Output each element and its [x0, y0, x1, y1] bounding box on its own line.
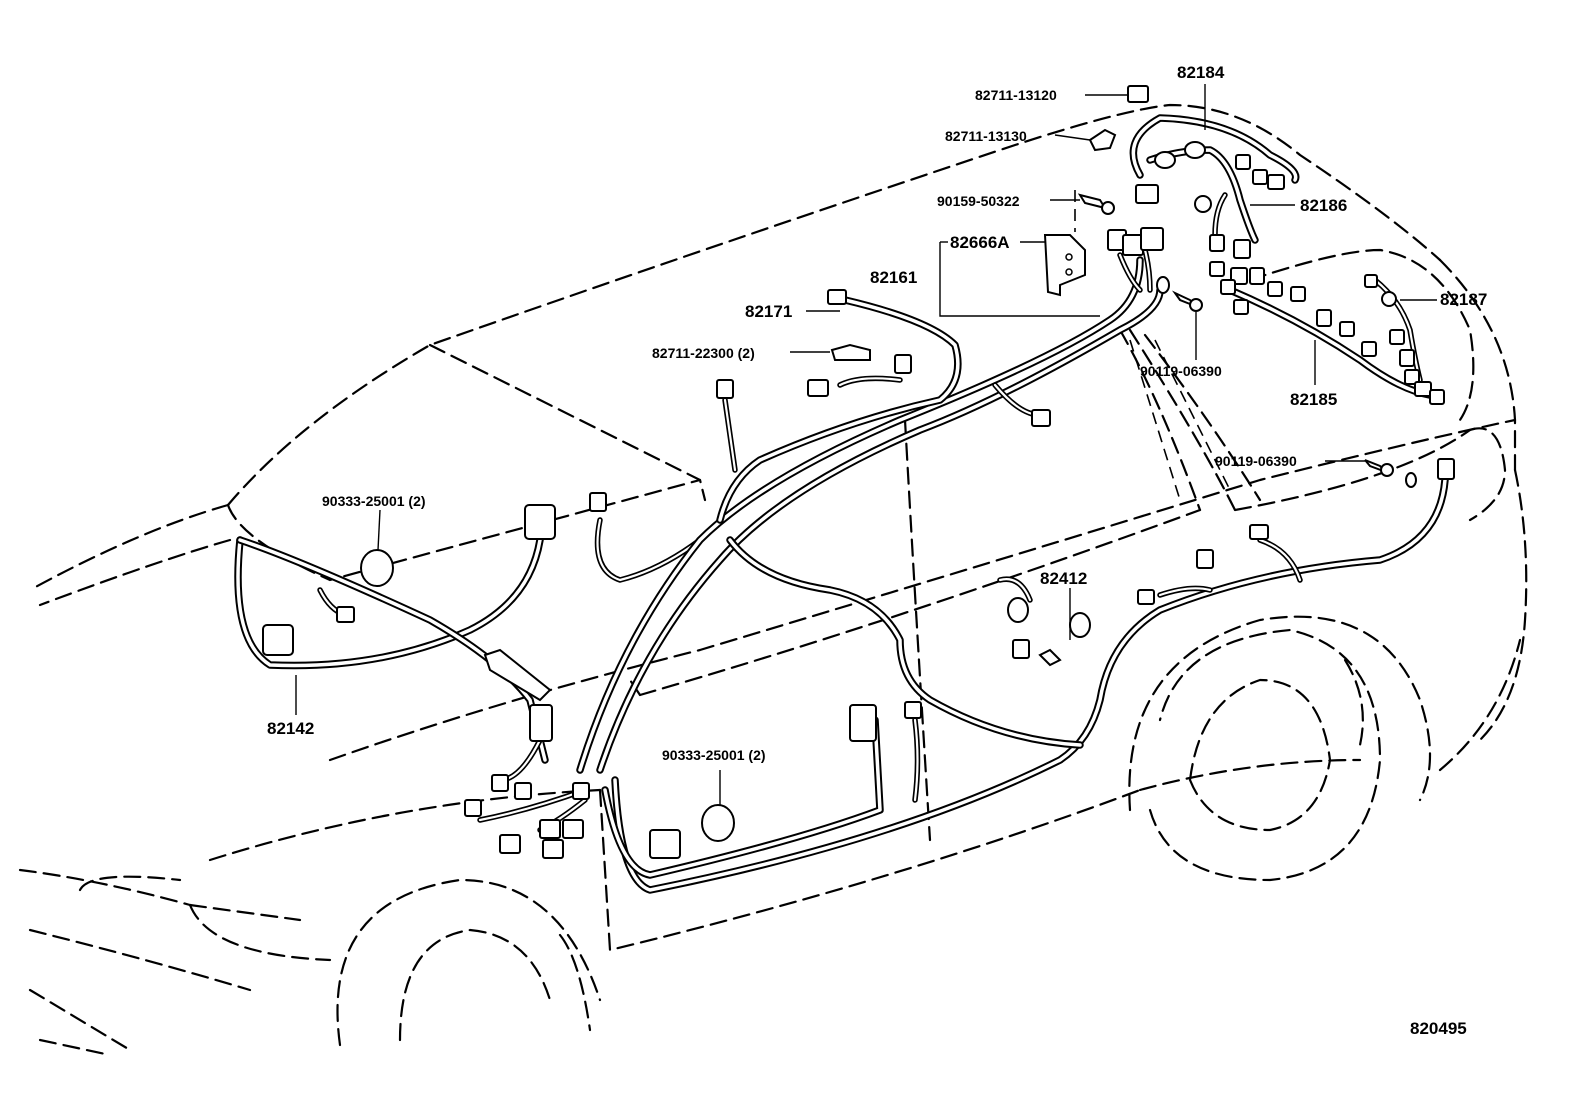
- harness-rear-82185: [1226, 277, 1434, 399]
- label-82171: 82171: [745, 302, 792, 321]
- screw-90159: [1077, 193, 1108, 210]
- label-82186: 82186: [1300, 196, 1347, 215]
- clip-82711-22300: [830, 343, 871, 361]
- label-82184: 82184: [1177, 63, 1225, 82]
- harness-floor: [601, 476, 1449, 894]
- harness-roof-82171: [716, 296, 962, 524]
- label-82666a: 82666A: [950, 233, 1010, 252]
- label-82142: 82142: [267, 719, 314, 738]
- harness-82161-upper: [1117, 247, 1153, 293]
- label-90119-06390-upper: 90119-06390: [1140, 363, 1222, 379]
- small-parts: [360, 141, 1397, 842]
- connectors: [262, 85, 1455, 859]
- label-90119-06390-lower: 90119-06390: [1215, 453, 1297, 469]
- part-labels: 82184 82711-13120 82711-13130 90159-5032…: [267, 63, 1487, 1038]
- label-82185: 82185: [1290, 390, 1337, 409]
- label-82711-22300: 82711-22300 (2): [652, 345, 755, 361]
- vehicle-outline: [18, 103, 1528, 1057]
- bracket-82666a: [1043, 234, 1086, 297]
- harness-rear-82184: [1129, 114, 1300, 244]
- label-90333-25001-floor: 90333-25001 (2): [662, 747, 766, 763]
- label-82711-13130: 82711-13130: [945, 128, 1027, 144]
- leader-lines: [295, 84, 1437, 805]
- label-90333-25001-front: 90333-25001 (2): [322, 493, 426, 509]
- grommet-floor: [701, 804, 735, 842]
- label-82187: 82187: [1440, 290, 1487, 309]
- diagram-reference-number: 820495: [1410, 1019, 1467, 1038]
- label-82711-13120: 82711-13120: [975, 87, 1057, 103]
- label-82161: 82161: [870, 268, 917, 287]
- label-82412: 82412: [1040, 569, 1087, 588]
- grommet-front: [360, 549, 394, 587]
- harness-main-82161: [576, 256, 1164, 774]
- label-90159-50322: 90159-50322: [937, 193, 1020, 209]
